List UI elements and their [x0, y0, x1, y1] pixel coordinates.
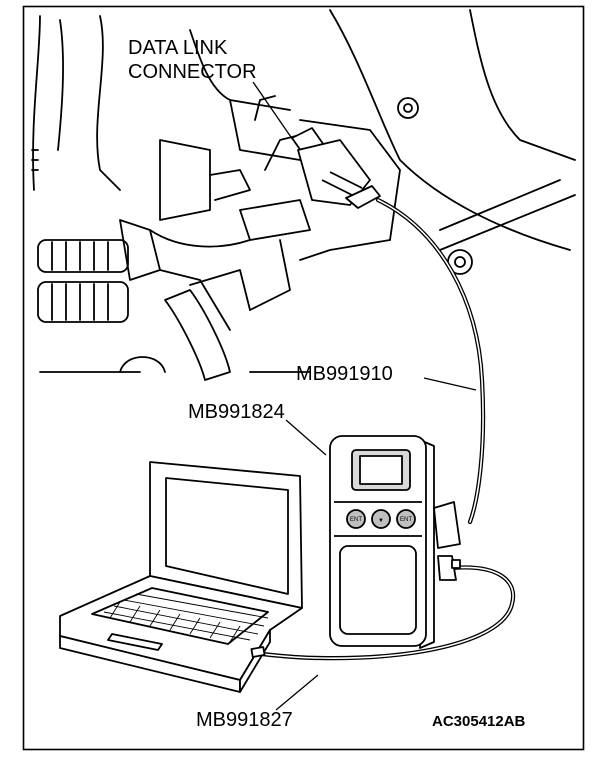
interface-unit: [329, 435, 461, 649]
mb991827-leader-line: [275, 674, 319, 711]
laptop-keyboard-keys: [103, 593, 269, 643]
device-exit-button: [396, 509, 416, 529]
cables: [259, 197, 516, 661]
device-button-label: ▼: [378, 518, 384, 524]
connector-label-line2: CONNECTOR: [128, 61, 257, 83]
mb991824-label: MB991824: [188, 401, 285, 423]
device-enter-button: [346, 509, 366, 529]
device-button-label: ENT: [350, 517, 362, 523]
figure-code-label: AC305412AB: [432, 713, 526, 730]
connector-leader-line: [252, 81, 294, 141]
device-button-labels: ENT ▼ ENT: [350, 517, 412, 524]
laptop-computer: [59, 461, 303, 693]
device-button-label: ENT: [400, 517, 412, 523]
device-down-button: [371, 509, 391, 529]
mb991910-leader-line: [423, 377, 477, 391]
mb991910-label: MB991910: [296, 363, 393, 385]
vehicle-dash-illustration: [31, 9, 576, 381]
mb991824-leader-line: [285, 419, 327, 456]
data-link-connector: [291, 127, 381, 209]
laptop-screen: [165, 477, 289, 595]
figure-frame: [22, 5, 585, 751]
connector-label-line1: DATA LINK: [128, 37, 228, 59]
mb991827-label: MB991827: [196, 709, 293, 731]
